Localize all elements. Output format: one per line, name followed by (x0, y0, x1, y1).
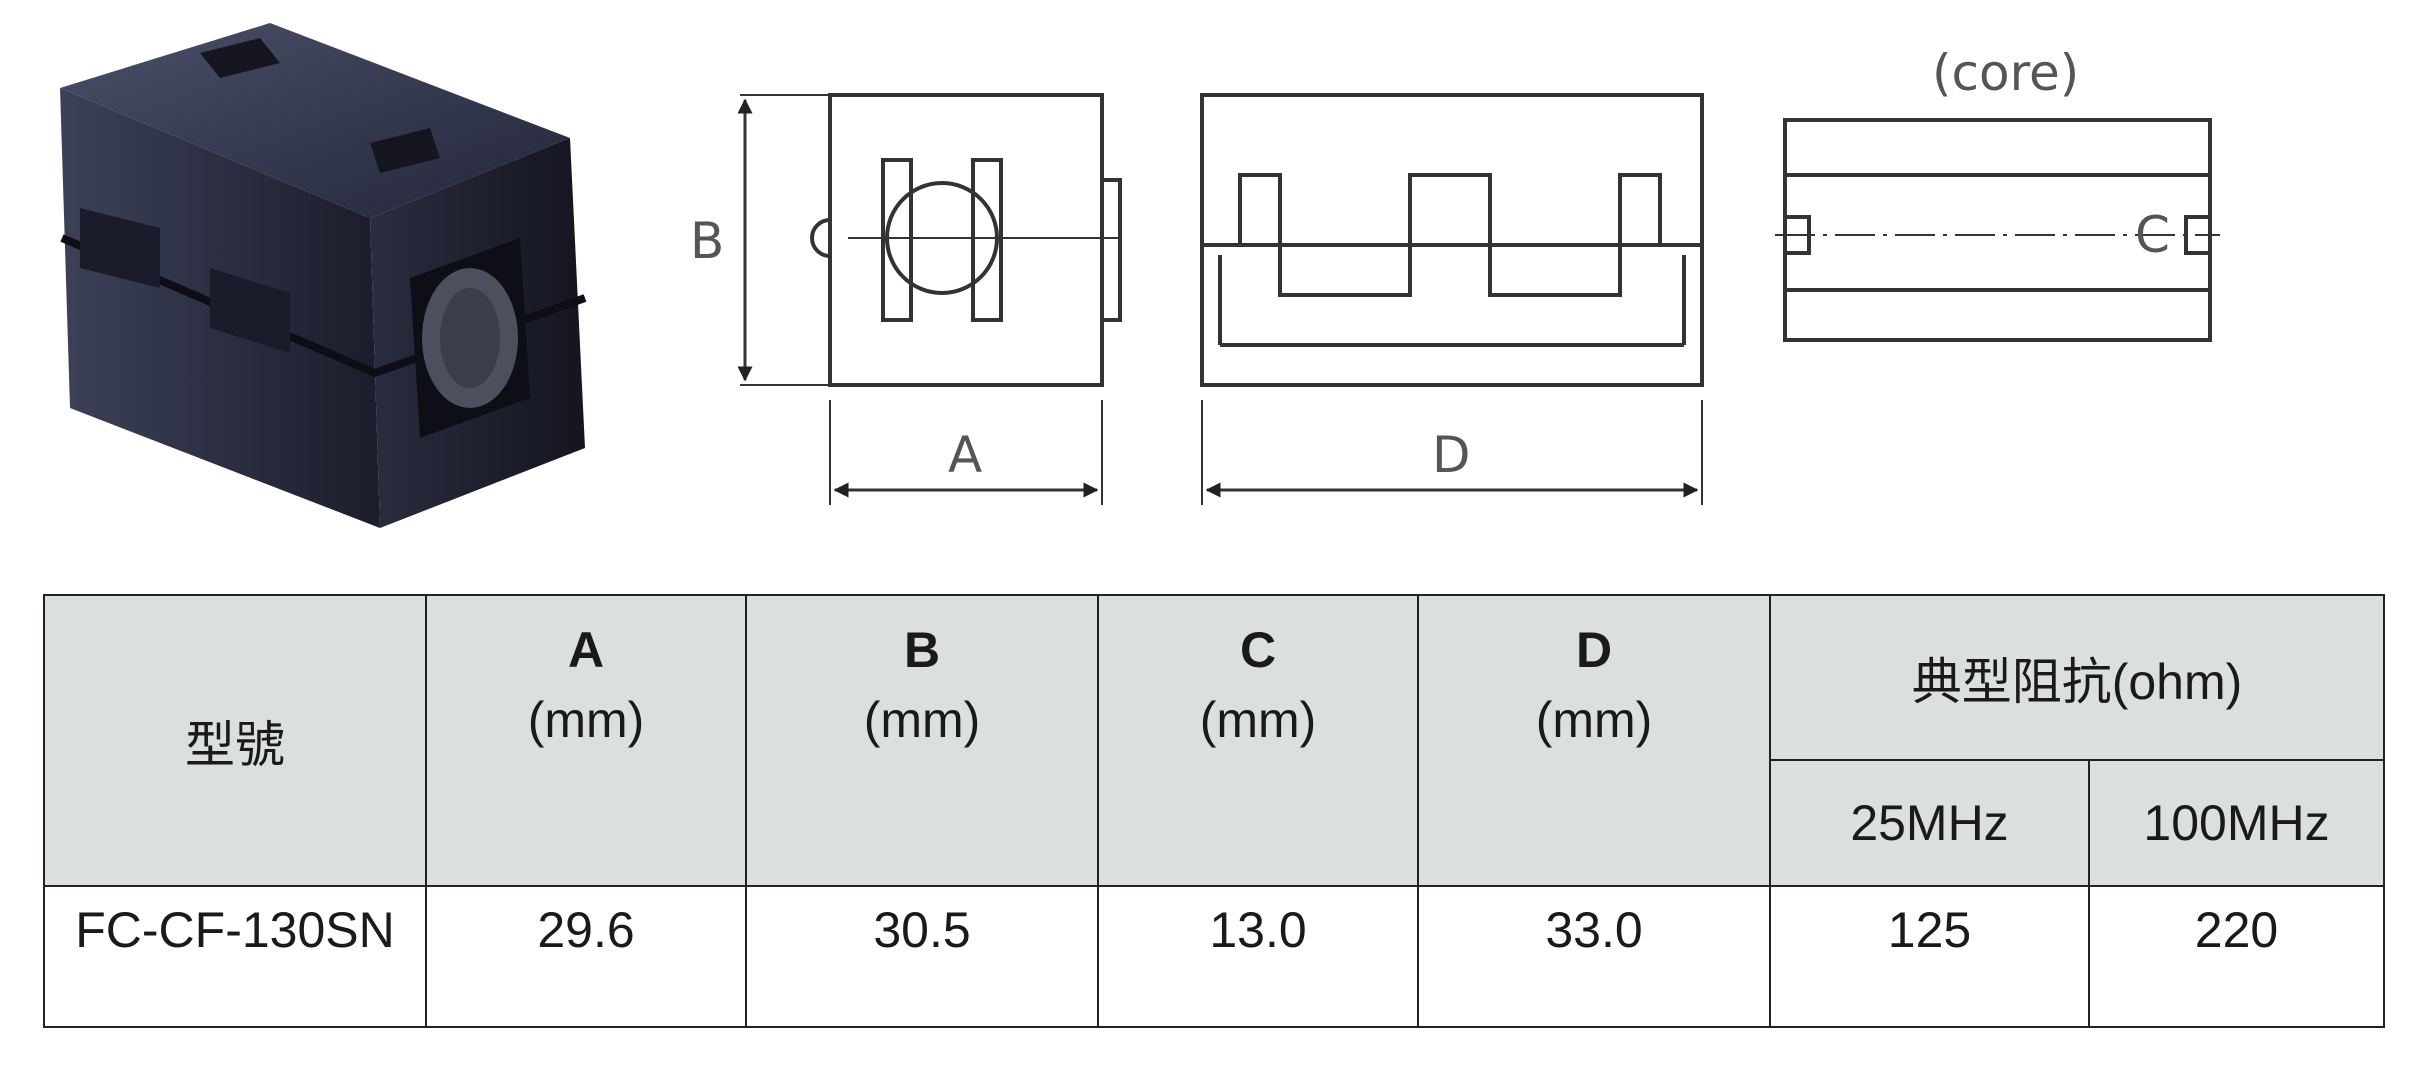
cell-d-value: 33.0 (1545, 902, 1643, 958)
header-b-unit: (mm) (863, 692, 981, 748)
cell-model-value: FC-CF-130SN (75, 902, 395, 958)
cell-z100: 220 (2087, 885, 2386, 1028)
cell-a-value: 29.6 (537, 902, 635, 958)
cell-d: 33.0 (1417, 885, 1771, 1028)
dim-label-a: A (948, 426, 982, 484)
cell-b: 30.5 (745, 885, 1099, 1028)
header-b: B (mm) (745, 594, 1099, 887)
dim-label-b: B (690, 212, 724, 270)
header-b-letter: B (903, 622, 941, 678)
table-row: FC-CF-130SN 29.6 30.5 13.0 33.0 125 220 (43, 885, 2386, 1028)
cell-z100-value: 220 (2194, 902, 2279, 958)
header-c-letter: C (1239, 622, 1277, 678)
header-a: A (mm) (425, 594, 747, 887)
header-d: D (mm) (1417, 594, 1771, 887)
header-d-letter: D (1575, 622, 1613, 678)
cell-z25-value: 125 (1887, 902, 1972, 958)
header-a-unit: (mm) (527, 692, 645, 748)
dim-label-c: C (2135, 206, 2170, 264)
header-c: C (mm) (1097, 594, 1419, 887)
dim-label-core: (core) (1932, 44, 2079, 102)
header-freq-25: 25MHz (1769, 759, 2090, 887)
cell-c: 13.0 (1097, 885, 1419, 1028)
header-a-letter: A (567, 622, 605, 678)
header-impedance: 典型阻抗(ohm) (1768, 594, 2386, 761)
dimension-drawings: B A D (core) C (690, 44, 2220, 505)
ferrite-core-photo (60, 23, 587, 528)
spec-table: 型號 A (mm) B (mm) C (mm) D (mm) 典型阻抗(ohm)… (43, 594, 2386, 1028)
header-d-unit: (mm) (1535, 692, 1653, 748)
cell-a: 29.6 (425, 885, 747, 1028)
header-freq-100-label: 100MHz (2143, 795, 2330, 851)
header-model-label: 型號 (185, 716, 285, 773)
cell-model: FC-CF-130SN (43, 885, 427, 1028)
header-impedance-label: 典型阻抗(ohm) (1911, 653, 2243, 710)
header-freq-25-label: 25MHz (1850, 795, 2009, 851)
cell-b-value: 30.5 (873, 902, 971, 958)
cell-z25: 125 (1769, 885, 2090, 1028)
cell-c-value: 13.0 (1209, 902, 1307, 958)
header-model: 型號 (43, 594, 427, 887)
header-c-unit: (mm) (1199, 692, 1317, 748)
header-freq-100: 100MHz (2087, 759, 2386, 887)
dim-label-d: D (1432, 426, 1471, 484)
